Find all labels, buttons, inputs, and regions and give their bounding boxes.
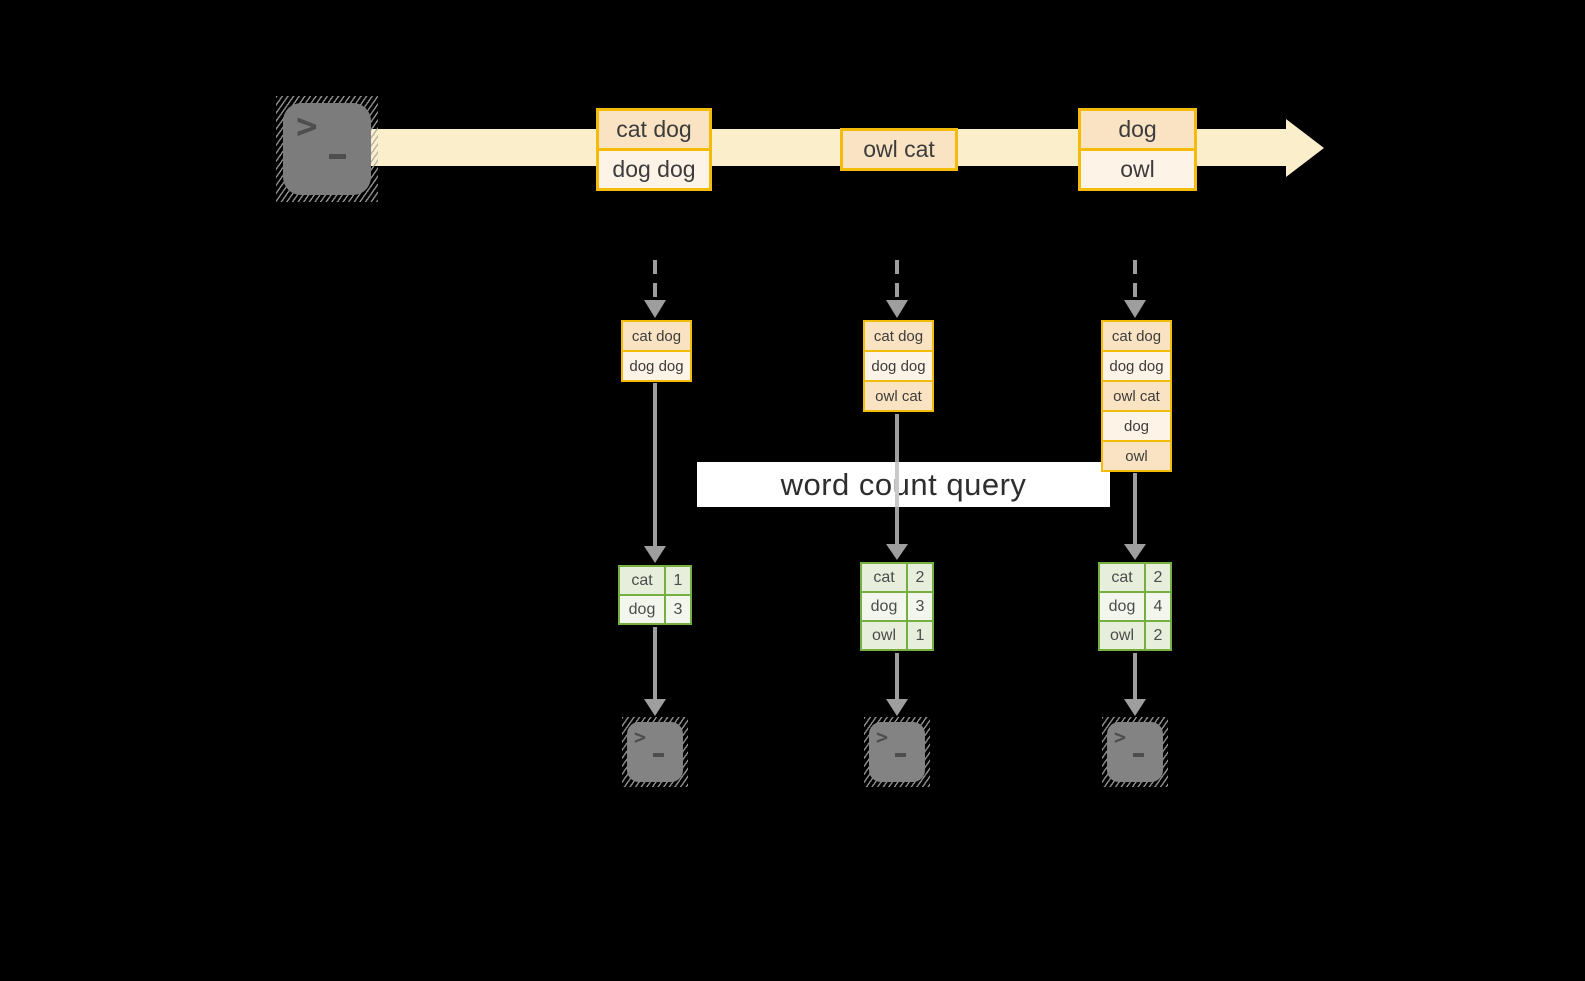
count-table-1: cat 1 dog 3 <box>618 565 692 625</box>
terminal-body <box>869 722 925 782</box>
count-word: owl <box>1100 622 1144 649</box>
count-word: dog <box>620 596 664 623</box>
prompt-cursor-icon <box>895 753 906 757</box>
stream-arrow-head-icon <box>1286 119 1324 177</box>
prompt-chevron-icon: > <box>296 106 318 147</box>
count-value: 2 <box>908 564 932 591</box>
window-line: cat dog <box>865 322 932 350</box>
record-line: dog dog <box>599 148 709 188</box>
window-line: dog dog <box>1103 350 1170 380</box>
sink-terminal-icon-2: > <box>864 717 930 787</box>
terminal-body <box>1107 722 1163 782</box>
connector-through-query-box <box>895 462 899 507</box>
source-terminal-icon: > <box>276 96 378 202</box>
count-word: cat <box>1100 564 1144 591</box>
terminal-body <box>283 103 371 195</box>
count-table-3: cat 2 dog 4 owl 2 <box>1098 562 1172 651</box>
window-line: cat dog <box>1103 322 1170 350</box>
terminal-prompt-icon: > <box>622 717 688 787</box>
prompt-chevron-icon: > <box>634 725 647 749</box>
terminal-prompt-icon: > <box>1102 717 1168 787</box>
window-line: dog dog <box>865 350 932 380</box>
prompt-cursor-icon <box>1133 753 1144 757</box>
count-word: dog <box>1100 593 1144 620</box>
count-word: cat <box>862 564 906 591</box>
prompt-chevron-icon: > <box>1114 725 1127 749</box>
count-value: 2 <box>1146 622 1170 649</box>
record-line: owl cat <box>843 131 955 168</box>
count-value: 3 <box>908 593 932 620</box>
count-value: 1 <box>908 622 932 649</box>
count-word: owl <box>862 622 906 649</box>
count-value: 2 <box>1146 564 1170 591</box>
window-line: owl <box>1103 440 1170 470</box>
terminal-body <box>627 722 683 782</box>
record-line: owl <box>1081 148 1194 188</box>
window-line: owl cat <box>1103 380 1170 410</box>
window-stack-3: cat dog dog dog owl cat dog owl <box>1101 320 1172 472</box>
query-label: word count query <box>780 466 1027 502</box>
terminal-prompt-icon: > <box>864 717 930 787</box>
record-line: cat dog <box>599 111 709 148</box>
prompt-chevron-icon: > <box>876 725 889 749</box>
window-line: owl cat <box>865 380 932 410</box>
count-table-2: cat 2 dog 3 owl 1 <box>860 562 934 651</box>
query-label-box: word count query <box>697 462 1110 507</box>
count-value: 3 <box>666 596 690 623</box>
window-stack-2: cat dog dog dog owl cat <box>863 320 934 412</box>
window-line: cat dog <box>623 322 690 350</box>
window-stack-1: cat dog dog dog <box>621 320 692 382</box>
sink-terminal-icon-1: > <box>622 717 688 787</box>
stream-record-1: cat dog dog dog <box>596 108 712 191</box>
window-line: dog dog <box>623 350 690 380</box>
terminal-prompt-icon: > <box>276 96 378 202</box>
sink-terminal-icon-3: > <box>1102 717 1168 787</box>
stream-record-2: owl cat <box>840 128 958 171</box>
prompt-cursor-icon <box>653 753 664 757</box>
count-word: dog <box>862 593 906 620</box>
stream-record-3: dog owl <box>1078 108 1197 191</box>
count-value: 1 <box>666 567 690 594</box>
prompt-cursor-icon <box>329 154 346 159</box>
window-line: dog <box>1103 410 1170 440</box>
count-word: cat <box>620 567 664 594</box>
count-value: 4 <box>1146 593 1170 620</box>
record-line: dog <box>1081 111 1194 148</box>
